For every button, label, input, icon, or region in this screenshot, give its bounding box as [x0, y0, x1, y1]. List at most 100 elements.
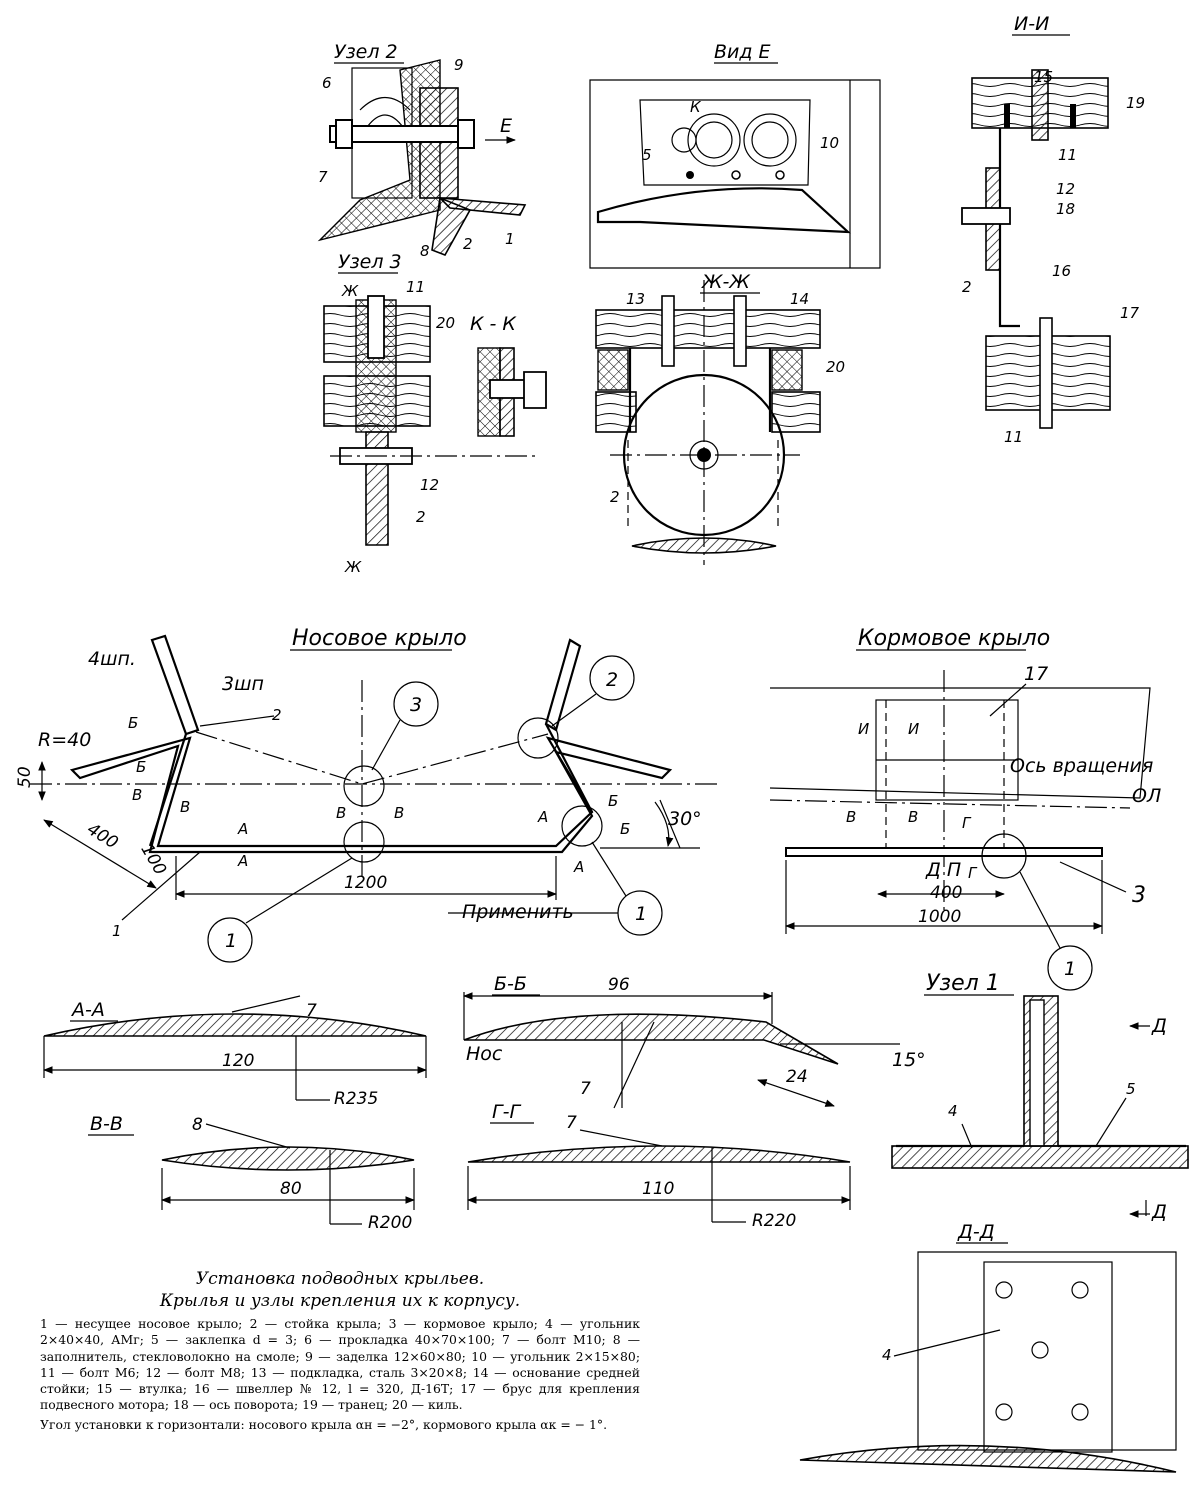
- svg-text:30°: 30°: [668, 808, 702, 830]
- svg-text:5: 5: [642, 146, 652, 164]
- profile-g-g: [467, 1145, 851, 1163]
- svg-text:А-А: А-А: [70, 999, 105, 1021]
- svg-text:И: И: [908, 720, 919, 738]
- svg-text:24: 24: [786, 1067, 808, 1087]
- svg-text:R235: R235: [334, 1089, 378, 1109]
- svg-text:400: 400: [930, 883, 962, 903]
- svg-text:Д-Д: Д-Д: [957, 1221, 995, 1243]
- svg-text:Б: Б: [620, 820, 630, 838]
- view-e-title: Вид Е: [714, 41, 771, 63]
- svg-text:Д: Д: [1151, 1201, 1167, 1223]
- svg-text:13: 13: [626, 290, 645, 308]
- filler-fiberglass: [317, 59, 441, 242]
- svg-text:7: 7: [306, 1001, 317, 1021]
- svg-text:18: 18: [1056, 200, 1075, 218]
- stern-wing-plate: [785, 847, 1103, 857]
- svg-text:12: 12: [420, 476, 439, 494]
- svg-text:Нос: Нос: [466, 1043, 503, 1065]
- section-d-d: Д-Д 4: [799, 1221, 1177, 1473]
- svg-text:Б-Б: Б-Б: [494, 973, 527, 995]
- svg-text:120: 120: [222, 1051, 254, 1071]
- stern-wing-view: Кормовое крыло 17 Ось вращения ОЛ Д П 40…: [769, 626, 1161, 991]
- hull-stern-outline: [769, 687, 1151, 799]
- svg-text:Б: Б: [136, 758, 146, 776]
- svg-text:5: 5: [1126, 1080, 1136, 1098]
- svg-text:В: В: [846, 808, 856, 826]
- svg-text:7: 7: [580, 1079, 591, 1099]
- svg-text:R220: R220: [752, 1211, 796, 1231]
- profile-d-d: [799, 1444, 1177, 1473]
- node-2-title: Узел 2: [334, 41, 398, 63]
- wing-profile-view-e: [596, 187, 851, 234]
- section-v-v: В-В 80 8 R200: [88, 1113, 415, 1233]
- svg-text:8: 8: [192, 1115, 203, 1135]
- svg-text:17: 17: [1120, 304, 1140, 322]
- svg-text:12: 12: [1056, 180, 1075, 198]
- svg-text:Г: Г: [968, 864, 978, 882]
- svg-text:Ж-Ж: Ж-Ж: [701, 271, 751, 293]
- view-e: Вид Е К 5 10: [589, 41, 881, 269]
- svg-text:6: 6: [322, 74, 332, 92]
- svg-text:4шп.: 4шп.: [88, 648, 136, 670]
- svg-text:15: 15: [1034, 68, 1053, 86]
- svg-text:ОЛ: ОЛ: [1132, 785, 1161, 807]
- node-1-title: Узел 1: [926, 971, 1000, 996]
- svg-text:Ось вращения: Ось вращения: [1010, 755, 1153, 777]
- svg-text:10: 10: [820, 134, 839, 152]
- svg-text:2: 2: [463, 235, 473, 253]
- wing-plate-node-1: [891, 1145, 1189, 1169]
- svg-text:1: 1: [112, 922, 122, 940]
- svg-text:400: 400: [83, 819, 121, 853]
- svg-text:Б: Б: [128, 714, 138, 732]
- svg-text:А: А: [537, 808, 548, 826]
- nose-wing-front-view: Носовое крыло: [15, 626, 720, 963]
- section-g-g: Г-Г 110 7 R220: [467, 1101, 851, 1231]
- svg-text:2: 2: [272, 706, 282, 724]
- svg-text:R200: R200: [368, 1213, 412, 1233]
- caption-legend: 1 — несущее носовое крыло; 2 — стойка кр…: [40, 1316, 640, 1413]
- svg-text:К: К: [690, 98, 702, 116]
- svg-text:110: 110: [642, 1179, 674, 1199]
- svg-text:4: 4: [882, 1346, 892, 1364]
- profile-v-v: [161, 1146, 415, 1171]
- svg-text:Г: Г: [962, 814, 972, 832]
- svg-text:80: 80: [280, 1179, 302, 1199]
- svg-text:В: В: [336, 804, 346, 822]
- svg-text:В-В: В-В: [90, 1113, 123, 1135]
- strut-root: [431, 196, 472, 256]
- svg-text:Б: Б: [608, 792, 618, 810]
- svg-text:Ж: Ж: [341, 282, 359, 300]
- svg-text:Применить: Применить: [462, 901, 574, 923]
- svg-text:И-И: И-И: [1014, 13, 1049, 35]
- svg-text:3: 3: [410, 694, 422, 716]
- bolt-m6: [367, 295, 385, 359]
- svg-text:50: 50: [15, 766, 35, 788]
- svg-text:11: 11: [1058, 146, 1077, 164]
- left-strut-top: [150, 634, 200, 736]
- svg-text:К - К: К - К: [470, 313, 517, 335]
- svg-text:2: 2: [962, 278, 972, 296]
- svg-text:20: 20: [436, 314, 455, 332]
- section-i-i: И-И 15 19 11 12 18 2 16 17 11: [961, 13, 1145, 446]
- svg-text:Е: Е: [500, 115, 512, 137]
- svg-text:В: В: [132, 786, 142, 804]
- svg-text:R=40: R=40: [38, 729, 91, 751]
- right-strut-top: [544, 638, 582, 732]
- profile-b-b: [463, 1013, 839, 1065]
- svg-text:Д П: Д П: [925, 859, 961, 881]
- svg-text:7: 7: [566, 1113, 577, 1133]
- stern-wing-title: Кормовое крыло: [858, 626, 1050, 651]
- section-zh-zh: Ж-Ж 13 14 20 2: [595, 271, 845, 565]
- svg-text:А: А: [237, 852, 248, 870]
- nose-wing-title: Носовое крыло: [292, 626, 467, 651]
- stern-beam: [595, 309, 821, 349]
- nose-wing-outline: [69, 736, 673, 854]
- svg-text:1200: 1200: [344, 873, 387, 893]
- node-3-detail: Узел 3 Ж Ж 11 20 12 2: [323, 251, 540, 576]
- svg-text:В: В: [394, 804, 404, 822]
- svg-text:2: 2: [610, 488, 620, 506]
- svg-text:16: 16: [1052, 262, 1071, 280]
- svg-text:И: И: [858, 720, 869, 738]
- svg-text:2: 2: [606, 669, 618, 691]
